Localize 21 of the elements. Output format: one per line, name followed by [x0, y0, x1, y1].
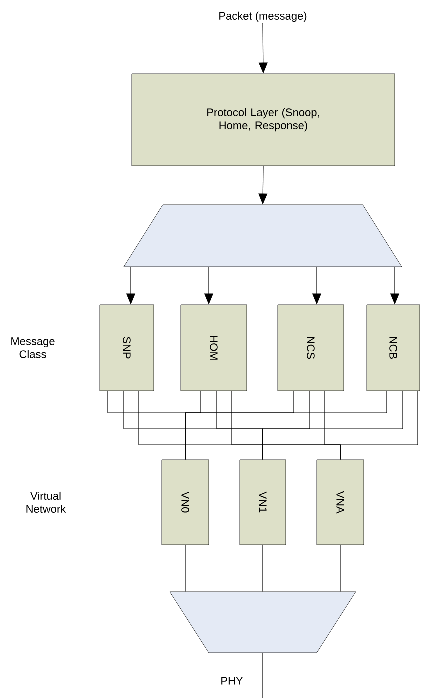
queue-box: VNA — [316, 460, 364, 546]
bus-line — [340, 390, 418, 460]
queue-box: NCB — [366, 304, 420, 392]
text-label: Packet (message) — [220, 12, 307, 22]
line — [262, 544, 264, 592]
bus-line — [262, 390, 404, 460]
queue-box: HOM — [180, 304, 248, 392]
process-box: Protocol Layer (Snoop, Home, Response) — [132, 74, 396, 166]
side-label: Virtual Network — [26, 492, 66, 514]
queue-box: VN1 — [240, 460, 286, 546]
side-label: Message Class — [12, 338, 55, 358]
queue-box: VN0 — [162, 460, 210, 546]
demultiplexer-shape — [124, 204, 402, 268]
text-label: PHY — [222, 677, 244, 685]
queue-box: NCS — [278, 304, 344, 392]
line — [185, 544, 186, 592]
line — [262, 652, 264, 698]
bus-line — [185, 390, 388, 460]
line — [340, 544, 341, 592]
multiplexer-shape — [170, 592, 356, 654]
queue-box: SNP — [100, 304, 154, 392]
